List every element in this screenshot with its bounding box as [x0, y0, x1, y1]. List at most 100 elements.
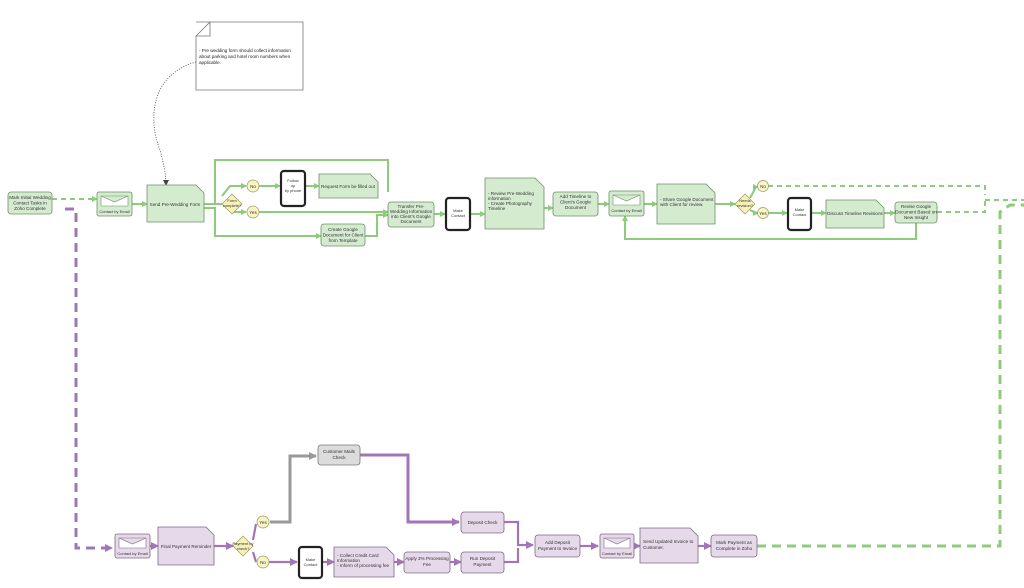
- task-label: Mark Initial Wedding: [9, 195, 51, 200]
- task-label: Discuss Timeline Revisions: [827, 211, 883, 216]
- bottom-flow-connectors: [65, 203, 1024, 566]
- task-label: Final Payment Reminder: [161, 544, 212, 549]
- task-label: Document: [401, 219, 423, 224]
- contact-by-email-2: Contact by Email: [608, 190, 645, 217]
- contact-email-label: Contact by Email: [611, 208, 641, 213]
- task-send-pre-wedding-form: Send Pre-Wedding Form: [146, 184, 205, 223]
- task-label: Add Deposit: [545, 540, 571, 545]
- task-label: Revise Google: [901, 204, 932, 209]
- task-label: Deposit Check: [468, 520, 499, 525]
- gateway-form-complete: Form complete?: [221, 193, 243, 215]
- annotation-note: - Pre wedding form should collect inform…: [195, 21, 304, 91]
- branch-yes-1: Yes: [246, 205, 260, 219]
- task-label: Wedding Information: [390, 209, 433, 214]
- task-label: New Insight: [904, 215, 929, 220]
- task-label: Check: [332, 455, 346, 460]
- task-label: Create Google: [328, 227, 358, 232]
- task-transfer-info: Transfer Pre- Wedding Information into C…: [387, 201, 435, 228]
- task-label: Fee: [423, 562, 431, 567]
- gateway-label: Payment by: [232, 541, 253, 546]
- branch-label: No: [250, 184, 256, 189]
- note-line-3: applicable.: [199, 60, 221, 65]
- task-label: - Collect Credit Card: [337, 553, 379, 558]
- gateway-label: Needs: [739, 198, 751, 203]
- envelope-icon: [603, 537, 631, 549]
- gateway-label: complete?: [223, 203, 242, 208]
- task-label: Document Based on: [895, 210, 937, 215]
- phone-label: Follow: [287, 178, 299, 183]
- task-label: Request Form be filled out: [321, 184, 376, 189]
- task-revise-doc: Revise Google Document Based on New Insi…: [894, 201, 938, 224]
- task-label: Payment: [473, 562, 492, 567]
- gateway-label: Form: [227, 198, 237, 203]
- gateway-needs-revision: Needs revision?: [734, 193, 756, 215]
- contact-email-label: Contact by Email: [117, 551, 147, 556]
- phone-icon: [279, 169, 307, 208]
- branch-no-2: No: [757, 180, 769, 192]
- phone-label: by phone: [285, 188, 302, 193]
- branch-label: Yes: [249, 210, 257, 215]
- task-label: Information: [337, 558, 360, 563]
- task-label: - Share Google Document: [660, 197, 714, 202]
- task-mark-payment-complete: Mark Payment as Complete in Zoho: [710, 534, 758, 558]
- task-label: Zoho Complete: [14, 206, 46, 211]
- phone-label: up: [291, 183, 296, 188]
- phone-label: Make: [306, 557, 317, 562]
- task-label: Mark Payment as: [716, 540, 752, 545]
- annotation-link: [153, 61, 197, 186]
- phone-icon: [786, 196, 813, 232]
- note-line-2: about parking and hotel room numbers whe…: [199, 54, 291, 59]
- task-label: Apply 3% Processing: [405, 556, 449, 561]
- task-label: Send Pre-Wedding Form: [150, 202, 201, 207]
- note-line-1: - Pre wedding form should collect inform…: [199, 48, 291, 53]
- phone-make-contact-2: Make Contact: [786, 196, 813, 232]
- task-run-deposit: Run Deposit Payment: [460, 551, 505, 574]
- task-final-payment-reminder: Final Payment Reminder: [157, 526, 215, 566]
- branch-label: Yes: [259, 520, 267, 525]
- task-deposit-check: Deposit Check: [460, 511, 505, 534]
- phone-label: Contact: [793, 212, 808, 217]
- task-label: Timeline: [488, 206, 506, 211]
- phone-make-contact-1: Make Contact: [444, 196, 472, 232]
- top-flow-connectors: [52, 159, 1024, 240]
- task-label: information: [488, 196, 511, 201]
- phone-icon: [444, 196, 472, 232]
- branch-label: No: [260, 560, 266, 565]
- task-review-info: - Review Pre-Wedding information - Creat…: [484, 177, 545, 230]
- task-send-invoice: Send Updated Invoice to Customer.: [639, 527, 699, 564]
- task-share-doc: - Share Google Document with Client for …: [656, 183, 716, 225]
- gateway-label: check?: [237, 546, 250, 551]
- branch-label: Yes: [759, 211, 767, 216]
- task-label: from Template: [328, 238, 357, 243]
- task-label: Transfer Pre-: [398, 204, 425, 209]
- task-label: Send Updated Invoice to: [643, 539, 694, 544]
- task-apply-fee: Apply 3% Processing Fee: [403, 551, 451, 574]
- phone-label: Make: [795, 207, 806, 212]
- phone-make-contact-3: Make Contact: [297, 545, 324, 580]
- task-label: Run Deposit: [470, 556, 496, 561]
- task-label: Customer.: [643, 545, 664, 550]
- phone-label: Make: [453, 208, 464, 213]
- phone-icon: [297, 545, 324, 580]
- task-collect-card: - Collect Credit Card Information - Info…: [333, 546, 395, 578]
- envelope-icon: [100, 195, 129, 207]
- task-customer-mails-check: Customer Mails Check: [317, 444, 361, 466]
- contact-email-label: Contact by Email: [99, 209, 129, 214]
- branch-label: No: [760, 184, 766, 189]
- branch-no-1: No: [246, 179, 260, 193]
- task-label: into Client's Google: [391, 214, 431, 219]
- task-mark-initial-contact: Mark Initial Wedding Contact Tasks in Zo…: [7, 191, 53, 215]
- task-add-timeline: Add Timeline to Client's Google Document: [552, 191, 599, 217]
- task-label: Client's Google: [560, 200, 591, 205]
- branch-yes-2: Yes: [757, 207, 769, 219]
- task-label: Add Timeline to: [560, 194, 592, 199]
- task-label: Payment to Invoice: [538, 546, 578, 551]
- task-label: - Review Pre-Wedding: [488, 191, 534, 196]
- phone-label: Contact: [451, 213, 466, 218]
- task-label: Customer Mails: [323, 449, 356, 454]
- task-label: - Create Photography: [488, 201, 533, 206]
- contact-email-label: Contact by Email: [602, 551, 632, 556]
- task-create-google-doc: Create Google Document for Client from T…: [320, 223, 366, 247]
- branch-yes-3: Yes: [256, 515, 270, 529]
